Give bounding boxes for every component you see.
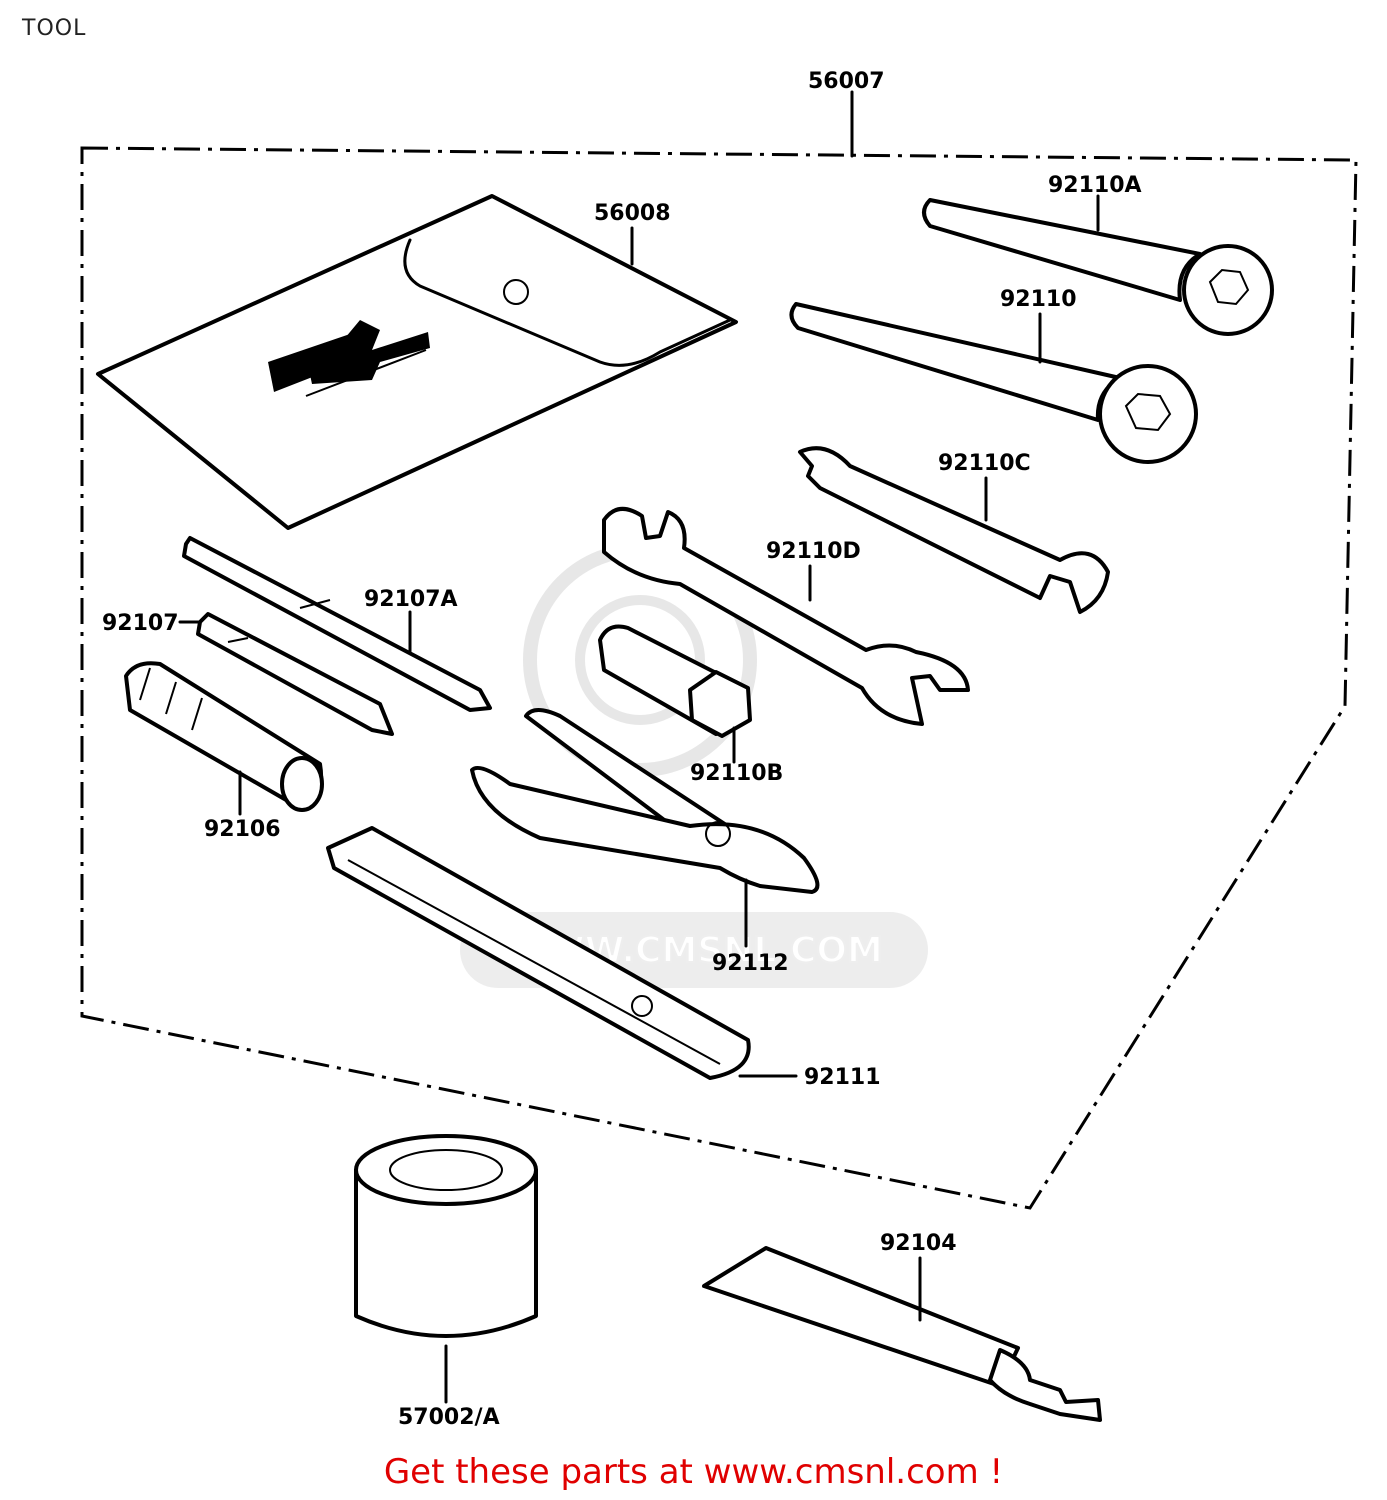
socket-92110b bbox=[598, 624, 752, 738]
callout-57002a: 57002/A bbox=[398, 1405, 500, 1430]
ring-wrench-92110a bbox=[922, 198, 1274, 336]
callout-92112: 92112 bbox=[712, 951, 789, 976]
tool-bag bbox=[96, 194, 738, 530]
callout-92110d: 92110D bbox=[766, 539, 861, 564]
callout-92111: 92111 bbox=[804, 1065, 881, 1090]
open-wrench-92110d bbox=[602, 507, 970, 726]
pliers-92112 bbox=[470, 708, 820, 894]
callout-92110: 92110 bbox=[1000, 287, 1077, 312]
footer-link[interactable]: Get these parts at www.cmsnl.com ! bbox=[383, 1452, 1004, 1492]
screwdriver-92107a bbox=[182, 536, 492, 712]
callout-labels: 56007 56008 92110A 92110 92110C 92110D 9… bbox=[102, 69, 1142, 1430]
callout-56007: 56007 bbox=[808, 69, 885, 94]
callout-92106: 92106 bbox=[204, 817, 281, 842]
tire-lever-92111 bbox=[326, 826, 751, 1080]
kit-boundary bbox=[80, 146, 1358, 1210]
callout-92110c: 92110C bbox=[938, 451, 1031, 476]
bond-tube-92104 bbox=[702, 1246, 1102, 1422]
screwdriver-92107 bbox=[196, 612, 394, 736]
screwdriver-handle-92106 bbox=[124, 661, 324, 812]
callout-92104: 92104 bbox=[880, 1231, 957, 1256]
open-wrench-92110c bbox=[798, 446, 1110, 614]
callout-92107a: 92107A bbox=[364, 587, 458, 612]
grease-can-57002a bbox=[354, 1134, 538, 1338]
callout-56008: 56008 bbox=[594, 201, 671, 226]
leader-lines bbox=[178, 90, 1100, 1404]
callout-92107: 92107 bbox=[102, 611, 179, 636]
page-title: TOOL bbox=[22, 16, 87, 41]
callout-92110b: 92110B bbox=[690, 761, 783, 786]
ring-wrench-92110 bbox=[789, 302, 1198, 464]
callout-92110a: 92110A bbox=[1048, 173, 1142, 198]
